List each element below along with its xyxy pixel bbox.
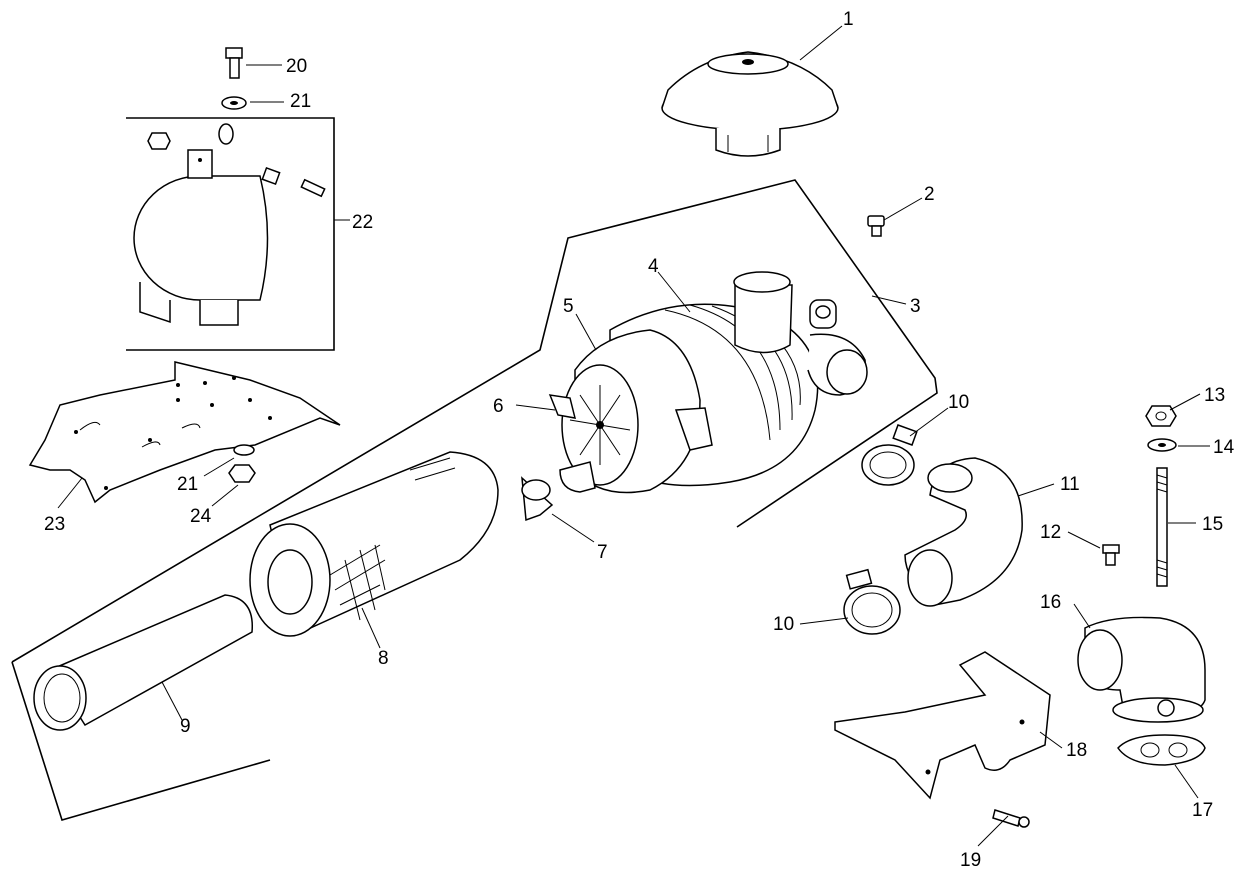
- callout-9: 9: [180, 716, 191, 737]
- callout-20: 20: [286, 56, 307, 77]
- part-15-stud: [1156, 467, 1168, 587]
- callout-24: 24: [190, 506, 212, 527]
- callout-21-lower: 21: [177, 474, 198, 495]
- callout-16: 16: [1040, 592, 1061, 613]
- part-1-cap: [661, 51, 839, 157]
- callout-21-top: 21: [290, 91, 311, 112]
- callout-11: 11: [1060, 474, 1080, 495]
- part-13-nut: [1145, 405, 1177, 427]
- part-16-outlet-elbow: [1077, 616, 1206, 723]
- callout-15: 15: [1202, 514, 1223, 535]
- part-12-screw: [1102, 544, 1120, 566]
- part-21-washer-lower: [233, 444, 255, 456]
- callout-22: 22: [352, 212, 373, 233]
- callout-17: 17: [1192, 800, 1213, 821]
- callout-5: 5: [563, 296, 574, 317]
- callout-18: 18: [1066, 740, 1087, 761]
- callout-13: 13: [1204, 385, 1225, 406]
- part-10-clamp-upper: [861, 424, 918, 486]
- part-14-washer: [1147, 438, 1177, 452]
- part-6-clip: [548, 394, 577, 419]
- part-8-filter-element: [249, 451, 499, 637]
- callout-10-upper: 10: [948, 392, 969, 413]
- callout-7: 7: [597, 542, 608, 563]
- part-19-screw: [992, 809, 1030, 828]
- callout-14: 14: [1213, 437, 1235, 458]
- part-5-end-cover: [559, 329, 713, 494]
- callout-labels: 1 2 3 4 5 6 7 8 9 10 10 11 12 13 14 15 1…: [44, 9, 1235, 871]
- part-23-plate: [28, 361, 341, 504]
- callout-12: 12: [1040, 522, 1061, 543]
- part-18-bracket: [834, 651, 1051, 800]
- leader-lines: [57, 25, 1210, 847]
- part-20-bolt: [225, 47, 243, 79]
- callout-3: 3: [910, 296, 921, 317]
- callout-4: 4: [648, 256, 659, 277]
- callout-1: 1: [843, 9, 854, 30]
- part-17-gasket: [1117, 734, 1206, 766]
- callout-10-lower: 10: [773, 614, 794, 635]
- part-22-mounting-band: [133, 123, 326, 326]
- part-7-valve: [521, 476, 554, 522]
- callout-8: 8: [378, 648, 389, 669]
- callout-23: 23: [44, 514, 65, 535]
- part-11-hose-elbow: [904, 457, 1023, 607]
- callout-19: 19: [960, 850, 981, 871]
- part-24-nut: [228, 464, 256, 483]
- part-9-safety-filter: [33, 594, 253, 731]
- assembly-boundary-3: [11, 179, 938, 821]
- part-2-screw: [867, 215, 885, 237]
- callout-2: 2: [924, 184, 935, 205]
- callout-6: 6: [493, 396, 504, 417]
- part-10-clamp-lower: [843, 568, 901, 635]
- part-21-washer-top: [221, 96, 247, 110]
- bracket-group-box-22: [126, 117, 335, 351]
